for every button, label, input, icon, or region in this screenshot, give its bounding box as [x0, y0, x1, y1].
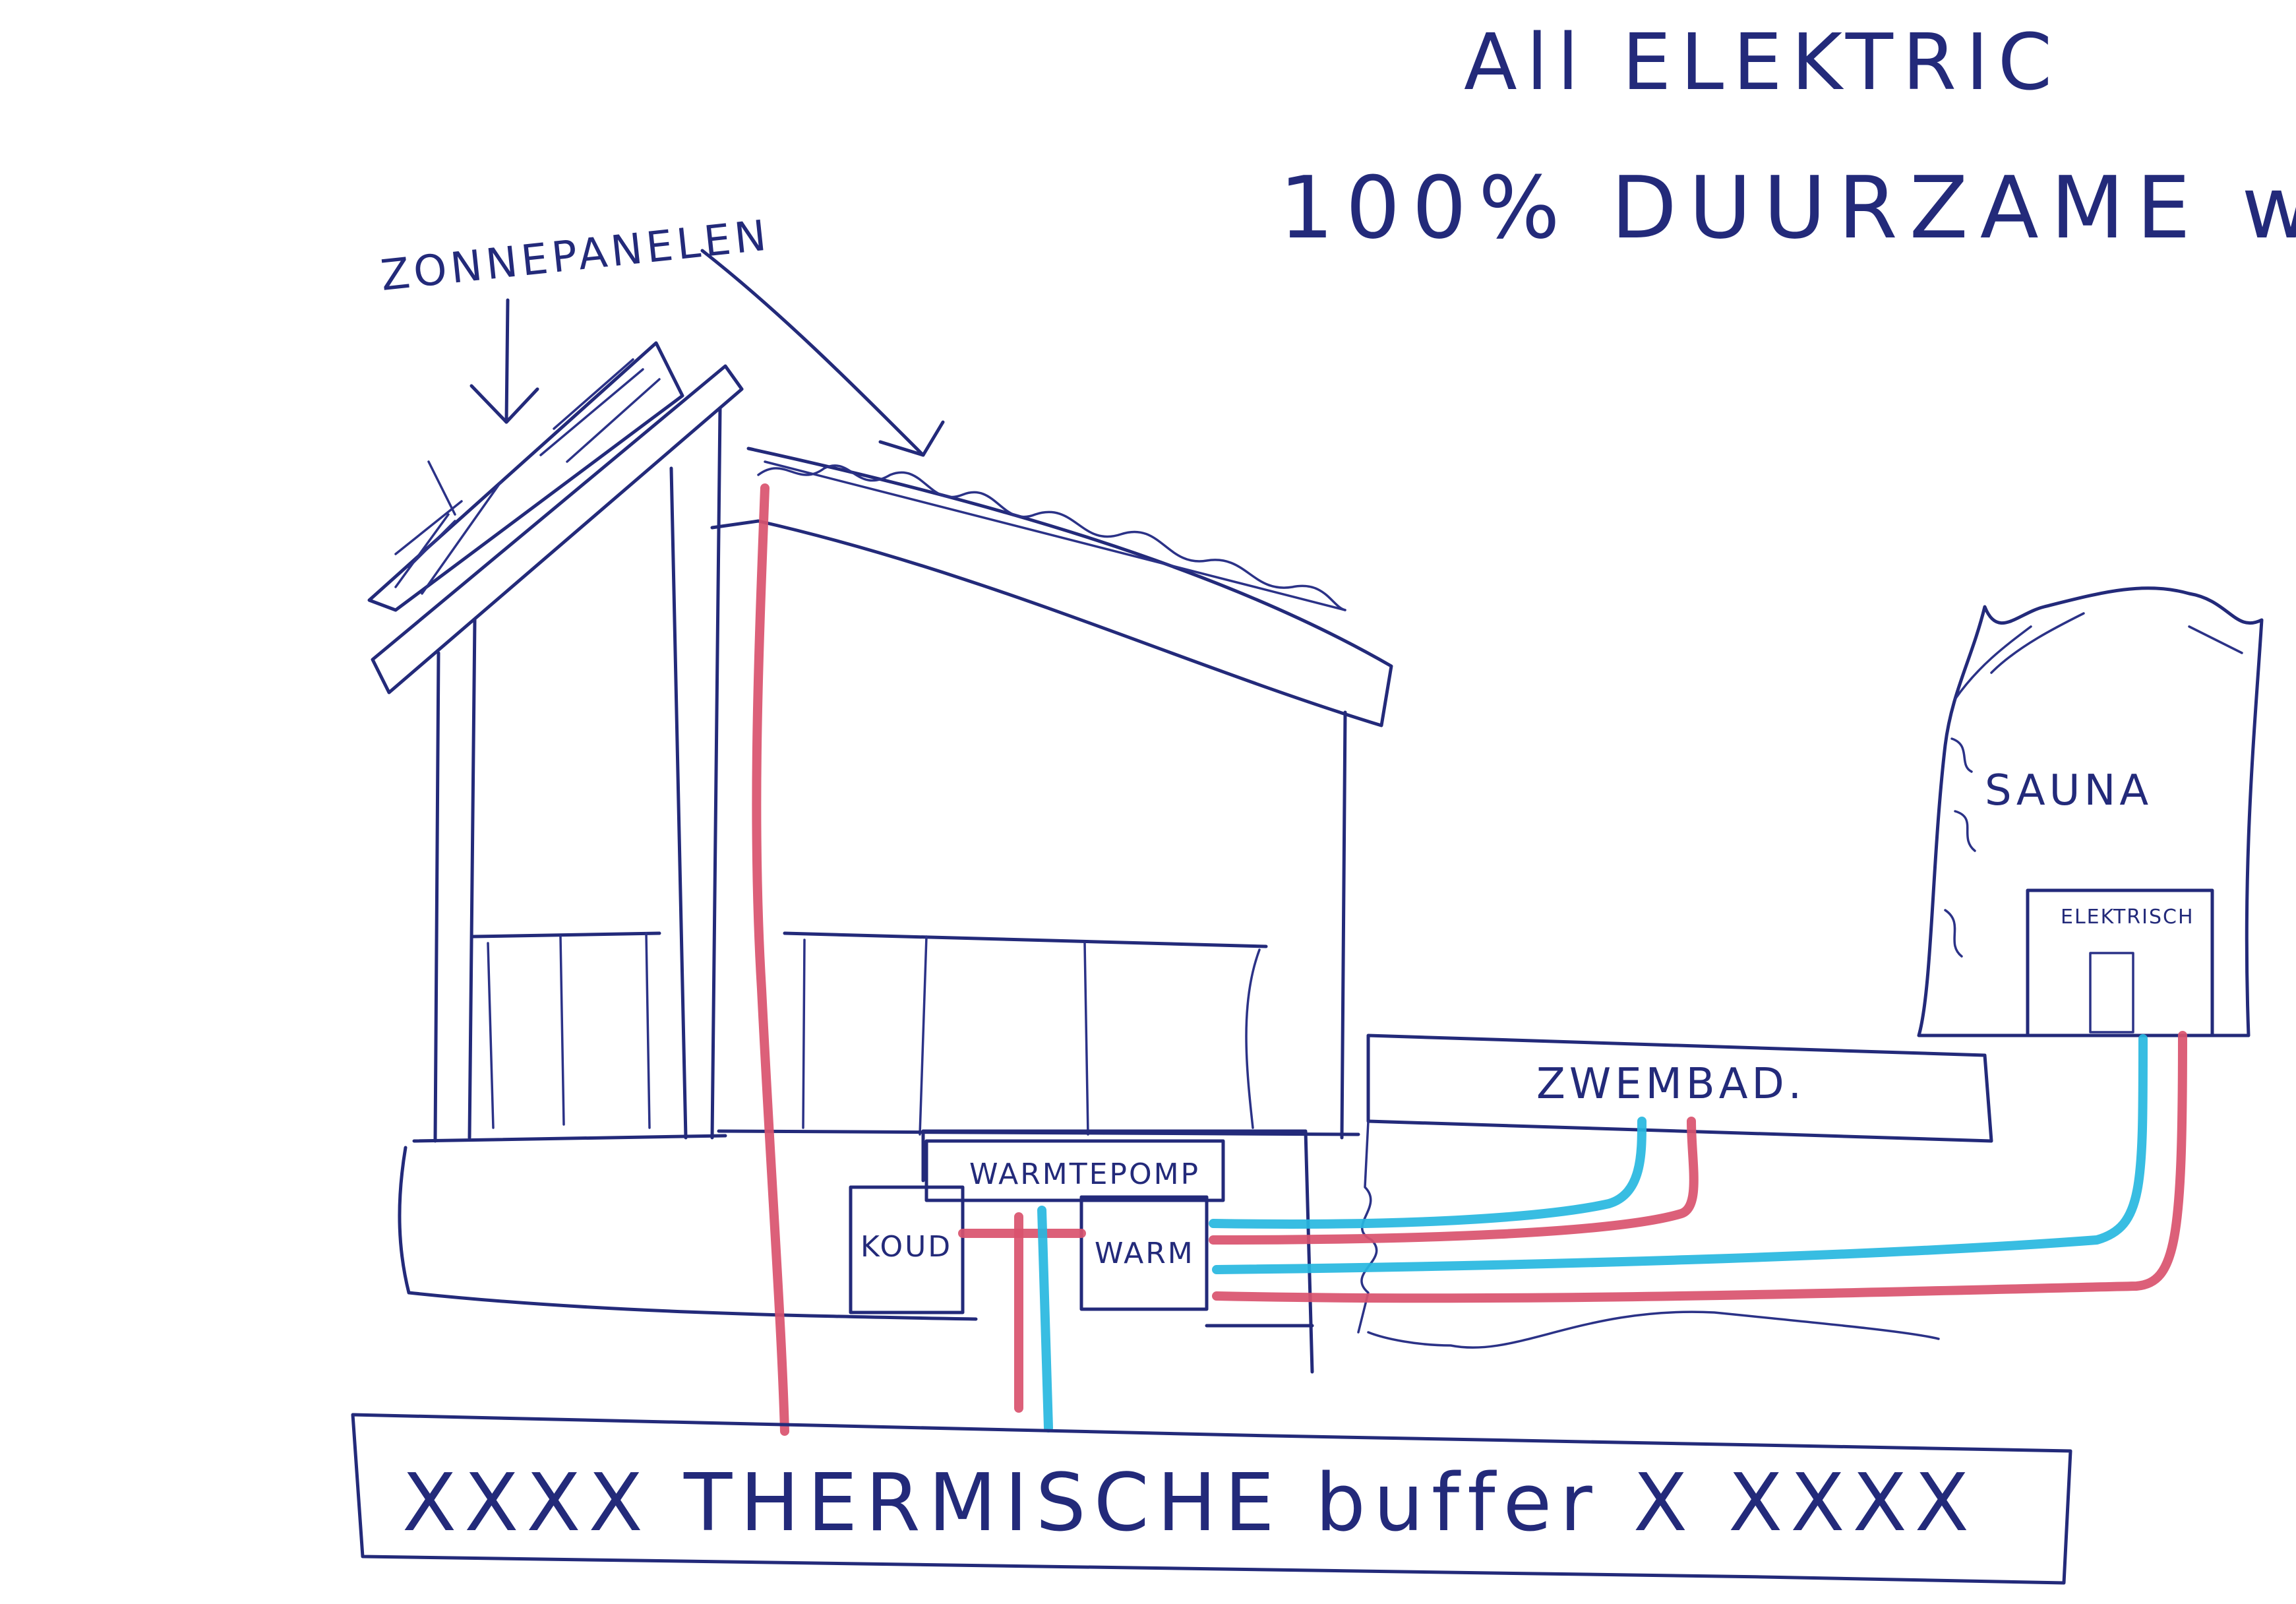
hot-pipe-to-pool	[1209, 1117, 1699, 1245]
hot-pipes	[752, 483, 2187, 1436]
title-line-2: 100% DUURZAME wellness	[1279, 158, 2296, 258]
hot-pipe-vertical	[752, 483, 789, 1436]
right-building	[710, 447, 1393, 1140]
solar-arrow-left	[469, 298, 539, 424]
heat-pump: WARMTEPOMP KOUD WARM	[849, 1139, 1225, 1314]
left-building	[367, 341, 744, 1143]
sauna-label: SAUNA	[1985, 766, 2152, 815]
pool-label: ZWEMBAD.	[1536, 1060, 1805, 1109]
basement	[398, 1129, 1314, 1374]
buffer-label: XXXX THERMISCHE buffer X XXXX	[402, 1458, 1977, 1549]
cold-pipe-to-pool	[1209, 1117, 1646, 1229]
title-line-1: All ELEKTRIC	[1464, 16, 2061, 108]
cold-label: KOUD	[861, 1230, 952, 1264]
solar-arrow-right	[700, 249, 945, 457]
cold-pipes	[1037, 1034, 2148, 1433]
cold-pipe-to-buffer	[1037, 1206, 1053, 1433]
cold-pipe-to-sauna	[1212, 1034, 2148, 1274]
solar-panels-label: ZONNEPANELEN	[378, 211, 772, 301]
sauna: SAUNA ELEKTRISCH	[1917, 586, 2264, 1037]
electric-label: ELEKTRISCH	[2061, 906, 2194, 929]
hot-pipe-to-sauna	[1212, 1031, 2187, 1303]
solar-panel-left	[367, 341, 684, 612]
warm-label: WARM	[1095, 1237, 1195, 1270]
thermal-buffer: XXXX THERMISCHE buffer X XXXX	[351, 1413, 2072, 1585]
heat-pump-label: WARMTEPOMP	[969, 1157, 1200, 1191]
